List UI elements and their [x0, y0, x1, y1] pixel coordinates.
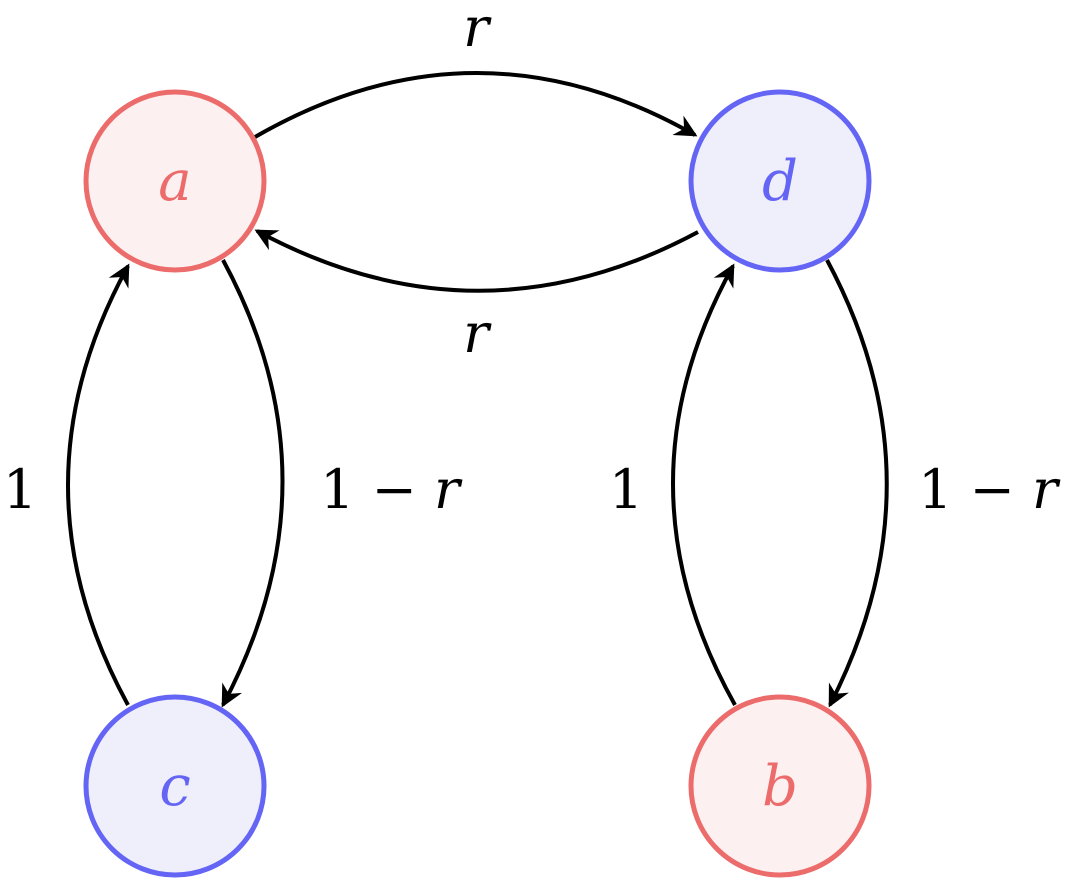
node-d-circle	[688, 89, 872, 273]
edge-label-c-to-a: 1	[3, 458, 37, 521]
node-c: c	[83, 694, 267, 878]
edge-labels: r r 1 1 − r 1 1 − r	[3, 0, 1061, 521]
node-c-label: c	[159, 754, 190, 819]
edge-label-d-to-b: 1 − r	[918, 458, 1061, 521]
node-b: b	[688, 694, 872, 878]
node-c-circle	[83, 694, 267, 878]
edge-c-to-a	[66, 263, 130, 706]
edge-b-to-d	[671, 263, 737, 706]
edge-d-to-a	[254, 229, 699, 293]
edge-d-to-b	[825, 259, 889, 708]
node-b-label: b	[762, 754, 798, 819]
node-d-label: d	[762, 149, 798, 214]
edge-label-d-to-a: r	[463, 302, 492, 365]
node-b-circle	[688, 694, 872, 878]
edge-a-to-c	[221, 259, 285, 708]
edges	[66, 71, 889, 708]
edge-label-a-to-d: r	[463, 0, 492, 59]
node-d: d	[688, 89, 872, 273]
edge-a-to-d	[254, 71, 698, 139]
node-a-label: a	[158, 149, 191, 214]
node-a: a	[83, 89, 267, 273]
edge-label-a-to-c: 1 − r	[320, 458, 463, 521]
node-a-circle	[83, 89, 267, 273]
edge-label-b-to-d: 1	[609, 458, 643, 521]
